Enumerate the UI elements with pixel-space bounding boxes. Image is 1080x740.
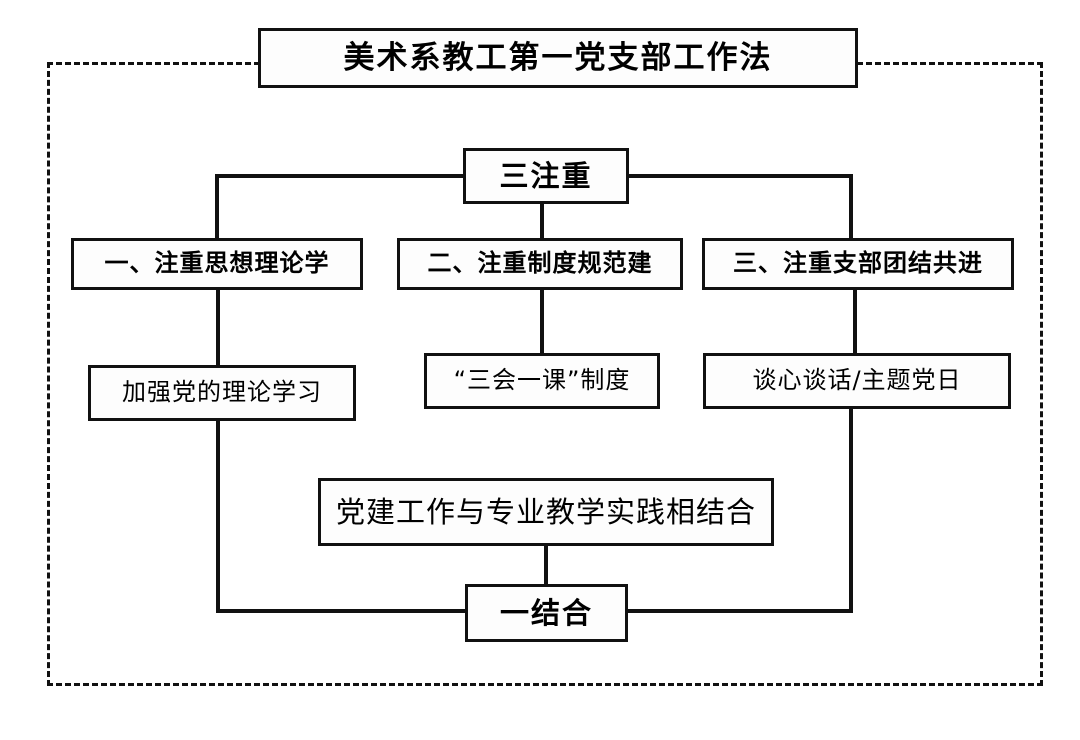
node-pillar-two: 二、注重制度规范建: [397, 238, 683, 290]
node-detail-heart-to-heart-party-day: 谈心谈话/主题党日: [703, 353, 1011, 409]
node-pillar-one: 一、注重思想理论学: [71, 238, 363, 290]
node-pillar-three: 三、注重支部团结共进: [702, 238, 1014, 290]
node-yi-jie-he: 一结合: [465, 584, 628, 642]
connector-right-rail-to-yijiehe: [626, 609, 853, 613]
connector-sanzhuzhong-to-right: [627, 174, 853, 178]
connector-detail1-down-rail: [216, 419, 220, 613]
node-detail-three-meetings-one-lesson: “三会一课”制度: [424, 353, 660, 409]
node-detail-theory-study: 加强党的理论学习: [88, 365, 356, 421]
connector-pillar3-to-detail3: [853, 288, 857, 355]
connector-pillar1-to-detail1: [216, 288, 220, 367]
connector-pillar2-to-detail2: [540, 288, 544, 355]
connector-left-rail-to-yijiehe: [216, 609, 467, 613]
node-title: 美术系教工第一党支部工作法: [258, 28, 858, 88]
connector-left-down-to-pillar1: [215, 174, 219, 240]
connector-sanzhuzhong-to-pillar2: [540, 202, 544, 240]
connector-detail3-down-rail: [849, 407, 853, 613]
connector-sanzhuzhong-to-left: [215, 174, 465, 178]
connector-right-down-to-pillar3: [849, 174, 853, 240]
node-combine-party-building-teaching: 党建工作与专业教学实践相结合: [318, 478, 774, 546]
connector-combine-to-yijiehe: [544, 544, 548, 586]
node-san-zhu-zhong: 三注重: [463, 148, 629, 204]
